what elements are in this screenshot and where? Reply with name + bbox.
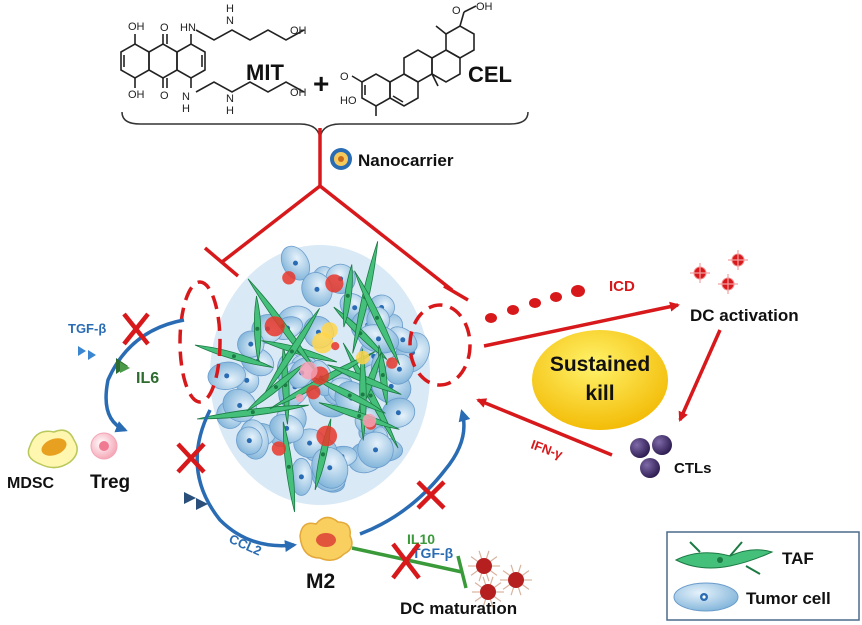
mit-structure: [120, 29, 305, 93]
dying-cell: [299, 361, 318, 380]
dying-cell: [264, 316, 285, 337]
mit-label: MIT: [246, 60, 284, 85]
cel-structure: [351, 5, 477, 116]
mit-h-mid-bottom: H: [226, 105, 234, 117]
il6-label: IL6: [136, 370, 159, 387]
il6-triangles: [116, 358, 130, 374]
mit-n-mid-bottom: N: [226, 93, 234, 105]
mdsc-icon: [27, 429, 78, 469]
sustained-kill-line1: Sustained: [550, 353, 650, 376]
cel-label: CEL: [468, 62, 512, 87]
cel-oh: OH: [476, 1, 493, 13]
sustained-kill-badge: [532, 330, 668, 430]
tgf-triangles-left: [78, 346, 96, 360]
cel-o2: O: [452, 5, 461, 17]
dc-maturation-icon: [468, 550, 532, 608]
legend-taf-label: TAF: [782, 549, 814, 568]
dying-cell: [355, 350, 370, 365]
mit-oh-tail-bottom: OH: [290, 87, 307, 99]
il10-label: IL10: [407, 531, 435, 547]
cel-o: O: [340, 71, 349, 83]
mit-o-top: O: [160, 22, 169, 34]
mdsc-label: MDSC: [7, 475, 55, 492]
mit-oh-top: OH: [128, 21, 145, 33]
dying-cell: [331, 342, 340, 351]
tumor-cell: [236, 426, 263, 455]
bottom-right-red-x: [416, 480, 446, 510]
dying-cell: [295, 394, 304, 403]
dying-cell: [386, 357, 398, 369]
left-red-x: [122, 312, 150, 346]
dying-cell: [316, 425, 338, 447]
mit-oh-tail-top: OH: [290, 25, 307, 37]
ccl2-label: CCL2: [227, 531, 264, 559]
dc-maturation-label: DC maturation: [400, 599, 517, 618]
ifn-label: IFN-γ: [529, 437, 565, 462]
m2-support-arrow: [359, 409, 471, 536]
ctls-label: CTLs: [674, 460, 712, 477]
dying-cell: [321, 322, 338, 339]
dc-maturation-red-x: [391, 542, 421, 580]
m2-label: M2: [306, 570, 335, 593]
immature-dc-cell: [472, 576, 504, 608]
dying-cell: [282, 271, 296, 285]
nanocarrier-inhibition-lines: [203, 128, 469, 302]
combination-brace: [121, 111, 529, 139]
legend-taf-icon: [674, 541, 774, 575]
ctl-cells-icon: [630, 435, 672, 478]
taf-cell: [246, 362, 306, 412]
dc-activation-label: DC activation: [690, 306, 799, 325]
activation-cycle-arrows: [476, 301, 722, 457]
sustained-kill-line2: kill: [585, 382, 614, 405]
mit-o-bottom: O: [160, 90, 169, 102]
treg-label: Treg: [90, 472, 130, 493]
bottom-left-red-x: [176, 442, 206, 474]
treg-icon: [90, 432, 118, 460]
taf-cell: [313, 377, 386, 414]
dying-cell: [362, 413, 377, 428]
mit-hn-top: HN: [180, 22, 196, 34]
mit-h-bottom-left: H: [182, 103, 190, 115]
mit-n-top: N: [226, 15, 234, 27]
highlight-right-tumor: [408, 303, 472, 387]
cel-ho: HO: [340, 95, 357, 107]
ccl2-triangles: [184, 492, 208, 510]
dying-cell: [306, 385, 321, 400]
mit-n-bottom: N: [182, 91, 190, 103]
ccl2-recruit-arrow: [195, 409, 297, 552]
legend-tumor-label: Tumor cell: [746, 589, 831, 608]
m2-macrophage-icon: [299, 516, 353, 561]
icd-label: ICD: [609, 278, 635, 295]
taf-cell: [354, 270, 401, 366]
immature-dc-cell: [468, 550, 500, 582]
taf-cell: [318, 402, 400, 430]
icd-dots: [485, 285, 585, 323]
left-suppression-arrow: [104, 318, 185, 433]
taf-cell: [343, 264, 353, 328]
bottom-tgf-label: TGF-β: [412, 545, 454, 561]
nanocarrier-icon: [330, 148, 352, 170]
immature-dc-cell: [500, 564, 532, 596]
dying-cell: [325, 274, 344, 293]
highlight-left-taf: [178, 280, 222, 404]
dying-cells-group: [264, 271, 398, 456]
dying-cell: [271, 441, 287, 456]
legend-tumor-icon: [673, 582, 739, 612]
dc-activation-icon: [690, 250, 748, 294]
mit-oh-bottom: OH: [128, 89, 145, 101]
plus-sign: +: [313, 68, 329, 99]
nanocarrier-label: Nanocarrier: [358, 151, 454, 170]
mit-h-top: H: [226, 3, 234, 15]
legend: TAF Tumor cell: [666, 531, 860, 621]
left-tgf-label: TGF-β: [68, 321, 106, 336]
